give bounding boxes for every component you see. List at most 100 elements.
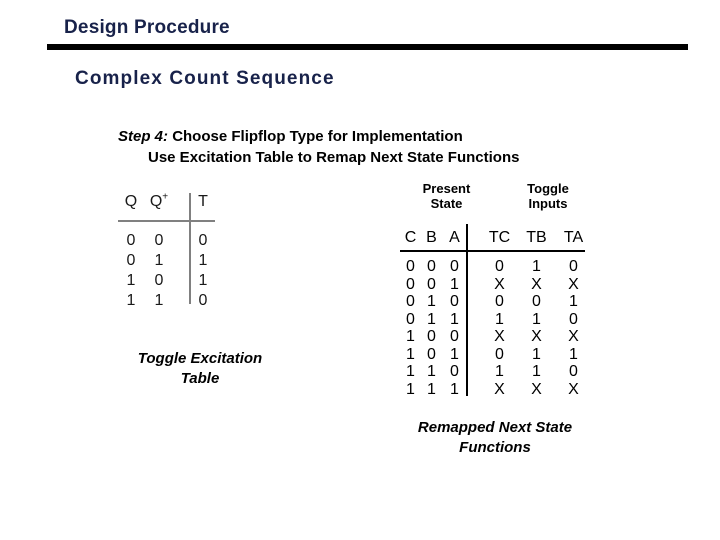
cell-t: 1 (198, 272, 208, 289)
cell-ta: 1 (569, 293, 578, 310)
cell-qnext: 1 (154, 252, 164, 269)
table-row: 0 0 0 0 1 0 (400, 258, 592, 276)
cell-ta: 0 (569, 310, 578, 328)
step-text-1: Choose Flipflop Type for Implementation (172, 128, 463, 145)
cell-tb: X (531, 328, 542, 345)
cell-tc: X (494, 328, 505, 345)
table-row: 0 1 1 (118, 251, 218, 271)
cell-tc: 0 (495, 345, 504, 363)
cell-ta: 0 (569, 363, 578, 380)
remap-body: 0 0 0 0 1 0 0 0 1 X X X 0 1 0 0 0 1 0 1 … (400, 258, 592, 398)
cell-tc: 1 (495, 363, 504, 380)
table-row: 1 1 0 1 1 0 (400, 363, 592, 381)
remap-group-headers: Present State Toggle Inputs (400, 181, 598, 211)
table-row: 1 0 0 X X X (400, 328, 592, 346)
cell-c: 1 (406, 380, 415, 398)
cell-t: 1 (198, 252, 208, 269)
cell-tb: 1 (532, 258, 541, 275)
header-tc: TC (488, 229, 511, 246)
cell-a: 0 (450, 328, 459, 345)
cell-q: 0 (126, 252, 136, 269)
cell-tb: X (531, 275, 542, 293)
cell-b: 1 (427, 380, 436, 398)
cell-b: 0 (427, 275, 436, 293)
cell-spacer (174, 231, 188, 251)
step-label: Step 4: (118, 128, 169, 145)
table-row: 1 0 1 0 1 1 (400, 346, 592, 364)
excitation-header-t: T (198, 193, 208, 210)
cell-b: 1 (427, 310, 436, 328)
cell-q: 1 (126, 292, 136, 309)
header-b: B (426, 229, 437, 246)
remap-caption-line-1: Remapped Next State (417, 419, 573, 436)
step-line-1: Step 4: Choose Flipflop Type for Impleme… (118, 126, 519, 147)
cell-ta: 0 (569, 258, 578, 275)
cell-c: 1 (406, 363, 415, 380)
cell-c: 1 (406, 328, 415, 345)
cell-b: 0 (427, 345, 436, 363)
excitation-body: 0 0 0 0 1 1 1 0 1 1 1 0 (118, 231, 218, 311)
header-spacer (467, 228, 481, 247)
cell-spacer (174, 291, 188, 311)
cell-spacer (467, 258, 481, 276)
table-row: 1 0 1 (118, 271, 218, 291)
header-ta: TA (563, 229, 584, 246)
cell-c: 1 (406, 345, 415, 363)
cell-qnext: 0 (154, 272, 164, 289)
cell-tb: 1 (532, 345, 541, 363)
remap-column-divider (466, 224, 468, 396)
cell-tc: X (494, 380, 505, 398)
excitation-caption-line-2: Table (180, 370, 220, 387)
cell-a: 1 (450, 380, 459, 398)
cell-spacer (467, 276, 481, 294)
cell-c: 0 (406, 258, 415, 275)
cell-qnext: 0 (154, 232, 164, 249)
cell-tb: X (531, 380, 542, 398)
cell-spacer (174, 271, 188, 291)
cell-tb: 1 (532, 363, 541, 380)
cell-a: 0 (450, 258, 459, 275)
step-line-2: Use Excitation Table to Remap Next State… (148, 149, 520, 166)
cell-tb: 1 (532, 310, 541, 328)
cell-ta: X (568, 328, 579, 345)
cell-qnext: 1 (154, 292, 164, 309)
excitation-caption-line-1: Toggle Excitation (137, 350, 263, 367)
excitation-header-q: Q (124, 193, 138, 210)
excitation-header-qnext: Q+ (149, 191, 169, 210)
cell-t: 0 (198, 232, 208, 249)
page-subtitle: Complex Count Sequence (75, 68, 335, 89)
table-row: 1 1 1 X X X (400, 381, 592, 399)
cell-b: 0 (427, 328, 436, 345)
header-tb: TB (526, 229, 547, 246)
excitation-header-spacer (174, 192, 188, 212)
header-c: C (404, 229, 417, 246)
table-row: 0 0 1 X X X (400, 276, 592, 294)
cell-a: 1 (450, 310, 459, 328)
cell-ta: X (568, 380, 579, 398)
cell-c: 0 (406, 293, 415, 310)
cell-t: 0 (198, 292, 208, 309)
remap-caption-line-2: Functions (459, 439, 531, 456)
step-instructions: Step 4: Choose Flipflop Type for Impleme… (118, 126, 519, 168)
cell-a: 1 (450, 275, 459, 293)
table-row: 0 1 0 0 0 1 (400, 293, 592, 311)
excitation-table-caption: Toggle Excitation Table (105, 349, 295, 389)
cell-tc: X (494, 275, 505, 293)
title-divider (47, 44, 688, 50)
cell-a: 0 (450, 363, 459, 380)
cell-spacer (467, 346, 481, 364)
cell-tc: 1 (495, 310, 504, 328)
cell-q: 1 (126, 272, 136, 289)
table-row: 0 0 0 (118, 231, 218, 251)
excitation-column-divider (189, 193, 191, 304)
excitation-header-row: Q Q+ T (118, 192, 218, 212)
header-a: A (449, 229, 460, 246)
group-header-toggle-inputs: Toggle Inputs (527, 181, 569, 211)
excitation-header-divider (118, 220, 215, 222)
remap-header-divider (400, 250, 585, 252)
cell-spacer (467, 328, 481, 346)
cell-a: 0 (450, 293, 459, 310)
table-row: 0 1 1 1 1 0 (400, 311, 592, 329)
cell-b: 1 (427, 363, 436, 380)
remap-column-headers: C B A TC TB TA (400, 228, 592, 247)
